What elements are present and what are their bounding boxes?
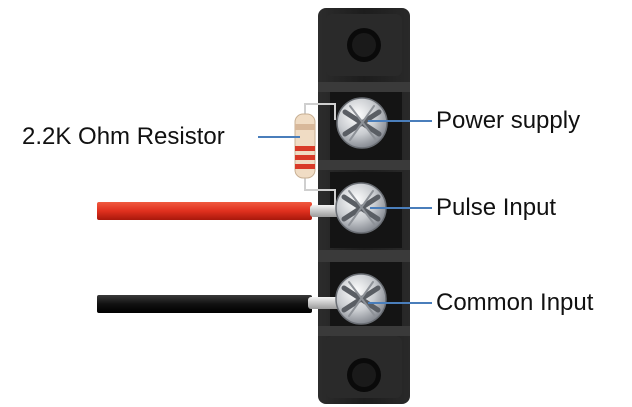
resistor-band (295, 146, 315, 151)
screw-slot-icon (348, 190, 376, 226)
red-wire-insulation (97, 202, 312, 220)
red-wire (97, 202, 342, 220)
resistor-label: 2.2K Ohm Resistor (22, 123, 225, 150)
screw-slot-icon (348, 281, 376, 317)
resistor-band (295, 164, 315, 169)
black-wire-strand (308, 297, 342, 309)
black-wire (97, 295, 342, 313)
resistor-lead-bottom (304, 172, 336, 205)
pulse-input-label: Pulse Input (436, 194, 557, 221)
power-supply-label: Power supply (436, 107, 581, 134)
resistor-band (295, 155, 315, 160)
resistor-band (295, 124, 315, 130)
screw-common (335, 273, 387, 325)
terminal-barrier (318, 160, 410, 170)
terminal-barrier (318, 250, 410, 262)
resistor (294, 103, 336, 205)
callout-lines (258, 120, 432, 304)
bottom-mount-hole-inner (352, 363, 376, 387)
red-wire-strand (310, 205, 342, 217)
common-input-label: Common Input (436, 289, 594, 316)
screw-power (336, 97, 388, 149)
terminal-barrier (318, 326, 410, 336)
screw-slot-icon (349, 105, 377, 141)
screw-pulse (335, 182, 387, 234)
black-wire-insulation (97, 295, 312, 313)
terminal-barrier (318, 82, 410, 92)
top-mount-hole-inner (352, 33, 376, 57)
